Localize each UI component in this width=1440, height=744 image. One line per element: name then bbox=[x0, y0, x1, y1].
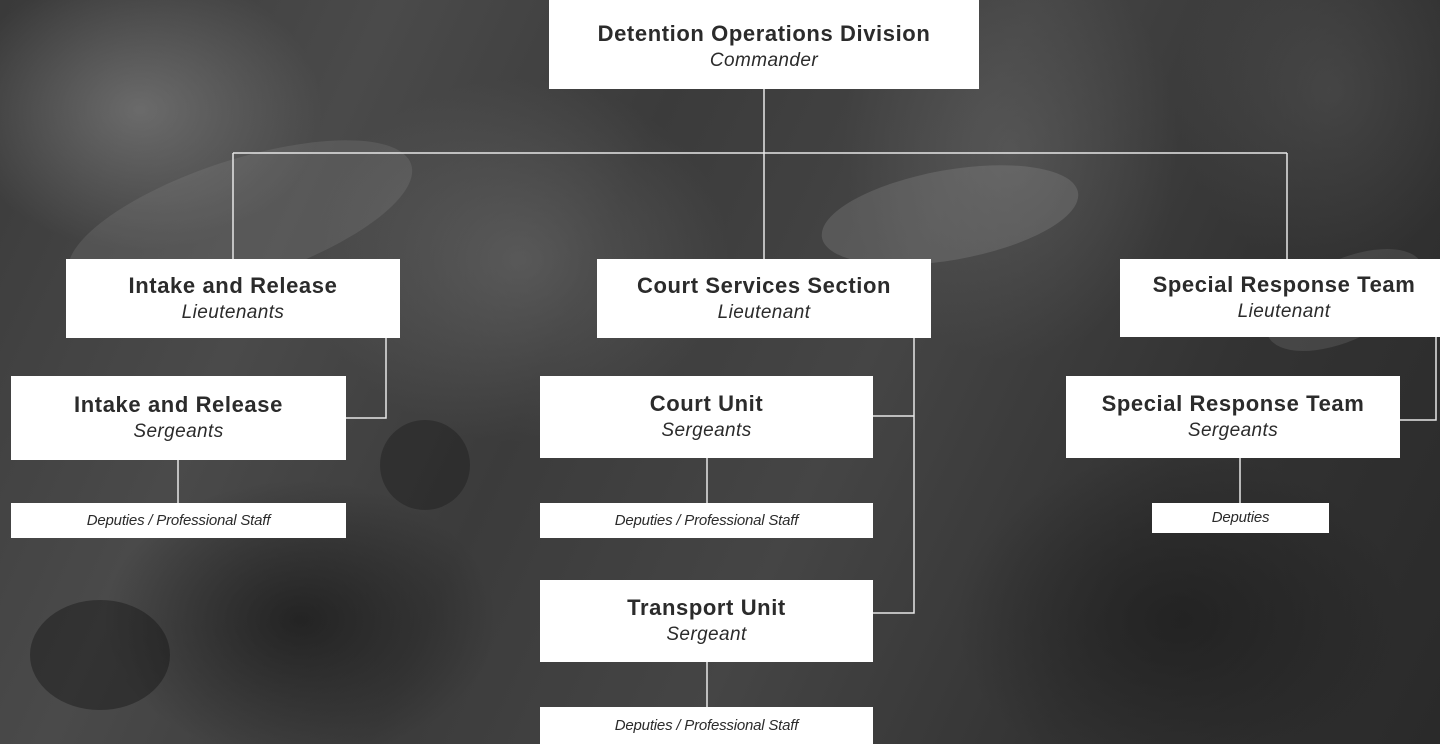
connector-srt-sgt bbox=[1400, 337, 1437, 421]
node-intake-release-lieutenants: Intake and Release Lieutenants bbox=[66, 259, 400, 338]
node-label: Deputies / Professional Staff bbox=[614, 716, 799, 734]
connector-intake-sgt bbox=[346, 338, 387, 419]
node-transport-staff: Deputies / Professional Staff bbox=[540, 707, 873, 744]
node-intake-staff: Deputies / Professional Staff bbox=[11, 503, 346, 538]
node-title: Intake and Release bbox=[74, 392, 283, 417]
node-role: Commander bbox=[709, 49, 819, 71]
node-detention-operations-division: Detention Operations Division Commander bbox=[549, 0, 979, 89]
node-label: Deputies / Professional Staff bbox=[614, 511, 799, 529]
node-label: Deputies bbox=[1211, 509, 1270, 526]
node-intake-release-sergeants: Intake and Release Sergeants bbox=[11, 376, 346, 460]
node-role: Lieutenant bbox=[1237, 301, 1331, 322]
node-srt-staff: Deputies bbox=[1152, 503, 1329, 533]
connector-court-units bbox=[873, 338, 915, 614]
node-title: Special Response Team bbox=[1101, 391, 1365, 416]
node-title: Transport Unit bbox=[627, 595, 786, 620]
node-court-services-section: Court Services Section Lieutenant bbox=[597, 259, 931, 338]
node-title: Detention Operations Division bbox=[597, 20, 931, 46]
node-title: Court Services Section bbox=[636, 272, 892, 298]
node-court-unit-staff: Deputies / Professional Staff bbox=[540, 503, 873, 538]
node-transport-unit: Transport Unit Sergeant bbox=[540, 580, 873, 662]
node-role: Sergeants bbox=[661, 420, 752, 441]
node-role: Sergeant bbox=[666, 624, 747, 645]
node-label: Deputies / Professional Staff bbox=[86, 511, 271, 529]
node-title: Special Response Team bbox=[1152, 272, 1416, 297]
node-role: Sergeants bbox=[133, 421, 224, 442]
node-special-response-team-sergeants: Special Response Team Sergeants bbox=[1066, 376, 1400, 458]
node-title: Intake and Release bbox=[128, 272, 338, 298]
node-role: Lieutenant bbox=[717, 301, 811, 323]
node-special-response-team-lieutenant: Special Response Team Lieutenant bbox=[1120, 259, 1440, 337]
node-role: Lieutenants bbox=[181, 301, 285, 323]
node-role: Sergeants bbox=[1187, 420, 1279, 441]
node-court-unit: Court Unit Sergeants bbox=[540, 376, 873, 458]
node-title: Court Unit bbox=[649, 391, 764, 416]
